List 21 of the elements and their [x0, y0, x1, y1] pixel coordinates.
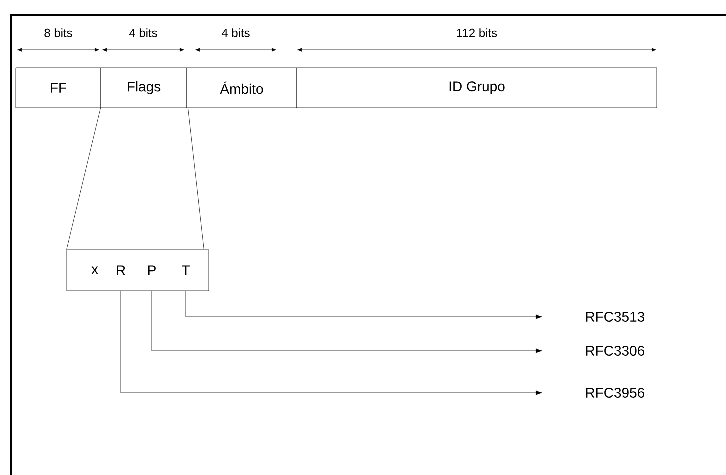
field-box: Ámbito — [186, 68, 298, 108]
rfc-label: RFC3306 — [586, 346, 644, 356]
connector — [120, 291, 542, 396]
connector — [186, 291, 542, 320]
field-box: Flags — [100, 68, 188, 108]
rfc-label: RFC3513 — [586, 312, 644, 322]
connector — [66, 108, 101, 250]
flag-letter: T — [182, 266, 190, 276]
field-box: ID Grupo — [296, 68, 658, 108]
bit-label: 4 bits — [129, 28, 158, 38]
connector — [188, 108, 204, 250]
flag-letter: P — [148, 266, 156, 276]
bit-label: 8 bits — [44, 28, 72, 38]
bit-label: 112 bits — [457, 28, 498, 38]
field-box: FF — [16, 68, 102, 108]
bit-label: 4 bits — [222, 28, 250, 38]
rfc-label: RFC3956 — [586, 388, 644, 398]
flag-letter: R — [117, 266, 126, 276]
connector — [152, 291, 542, 354]
flag-box — [66, 250, 210, 292]
flag-letter: x — [92, 266, 98, 274]
